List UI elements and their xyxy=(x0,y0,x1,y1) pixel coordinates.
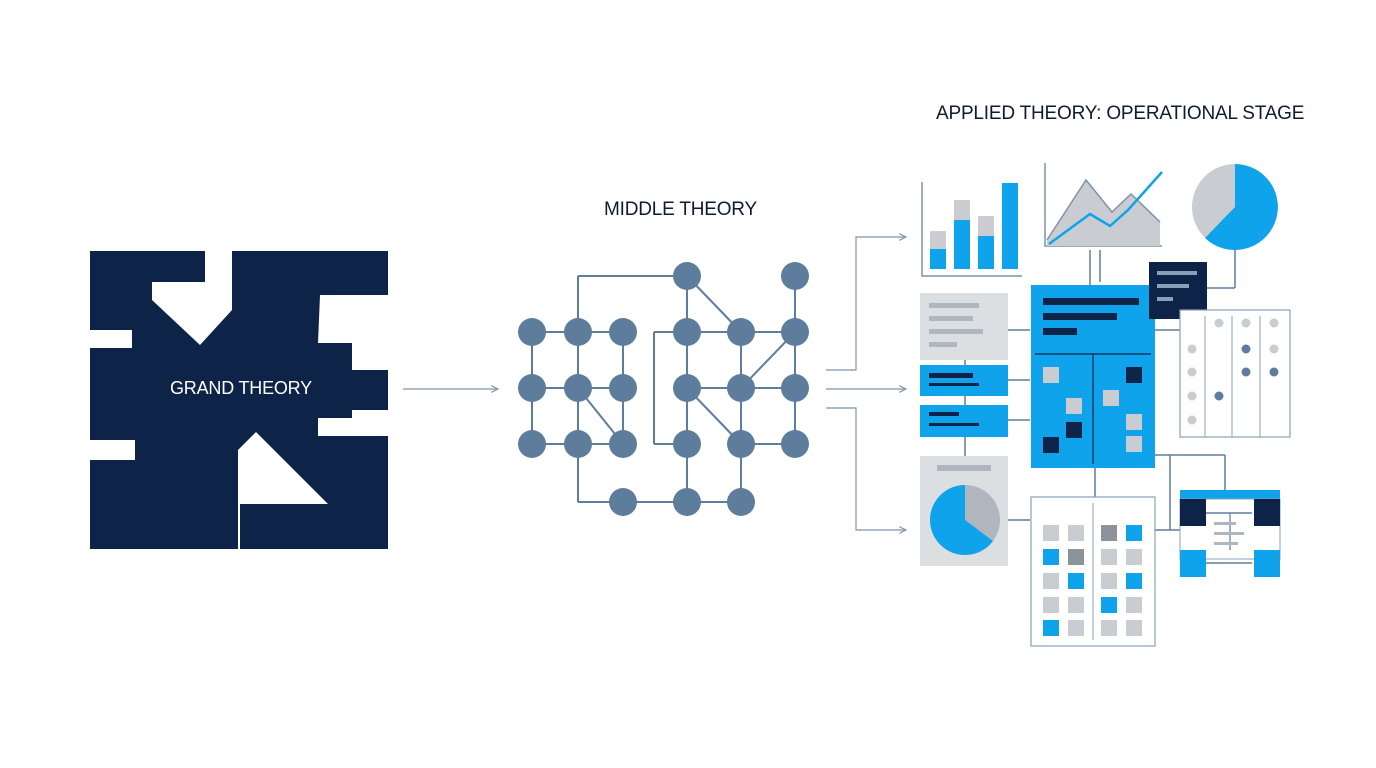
pie-chart-card xyxy=(920,456,1008,566)
applied-theory-dashboard xyxy=(920,163,1291,647)
applied-theory-label: APPLIED THEORY: OPERATIONAL STAGE xyxy=(936,103,1305,124)
flow-widget xyxy=(1179,490,1281,577)
arrows-middle-to-applied xyxy=(826,237,906,530)
line-chart-thumbnail xyxy=(1044,163,1163,247)
blue-card-a xyxy=(920,365,1008,396)
pie-chart-top xyxy=(1192,164,1278,250)
central-panel xyxy=(1031,285,1155,468)
blue-card-b xyxy=(920,405,1008,437)
middle-theory-nodes xyxy=(518,262,809,516)
dot-matrix-table xyxy=(1179,309,1291,438)
bar-chart-thumbnail xyxy=(921,182,1022,277)
grey-text-card xyxy=(920,293,1008,360)
middle-theory-label: MIDDLE THEORY xyxy=(604,199,757,220)
grand-theory-block xyxy=(90,251,388,549)
grand-theory-label: GRAND THEORY xyxy=(170,378,312,398)
square-grid-table xyxy=(1030,496,1156,647)
dashboard-connectors xyxy=(964,250,1236,531)
